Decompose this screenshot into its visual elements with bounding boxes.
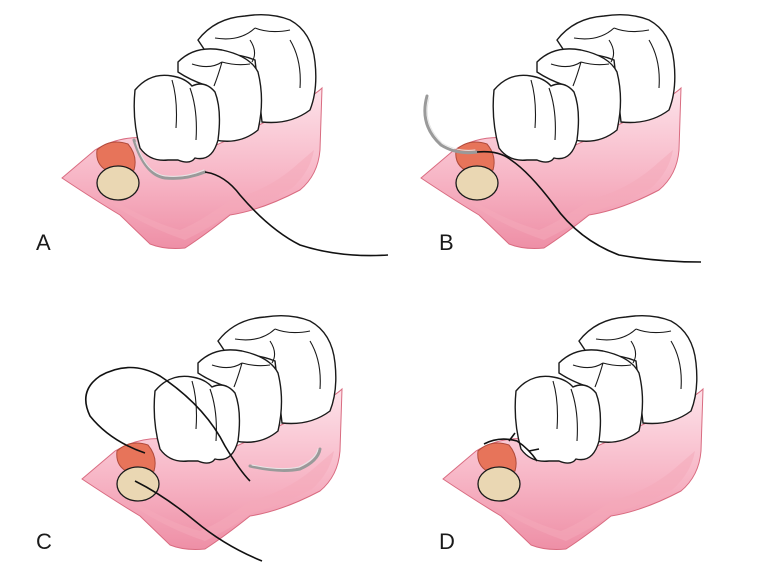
suture-thread-c: [134, 480, 263, 562]
panel-d: D: [389, 281, 778, 562]
panel-a: A: [0, 0, 389, 281]
panel-label-b: B: [439, 230, 454, 255]
panel-label-d: D: [439, 529, 455, 554]
needle-b: [423, 94, 479, 155]
suture-loop-c: [84, 366, 251, 482]
panel-b-illustration: [420, 13, 702, 263]
panel-label-c: C: [36, 529, 52, 554]
suture-knot-d: [508, 432, 540, 452]
panel-c-illustration: [81, 314, 343, 562]
closing-suture-d: [483, 438, 538, 462]
panel-d-illustration: [442, 314, 704, 551]
needle-a: [132, 138, 207, 180]
panel-label-a: A: [36, 230, 51, 255]
panel-c: C: [0, 281, 389, 562]
panel-a-illustration: [61, 13, 389, 257]
suture-thread-a: [204, 171, 389, 257]
suture-thread-b: [476, 150, 702, 263]
needle-c: [248, 447, 322, 472]
panel-b: B: [389, 0, 778, 281]
